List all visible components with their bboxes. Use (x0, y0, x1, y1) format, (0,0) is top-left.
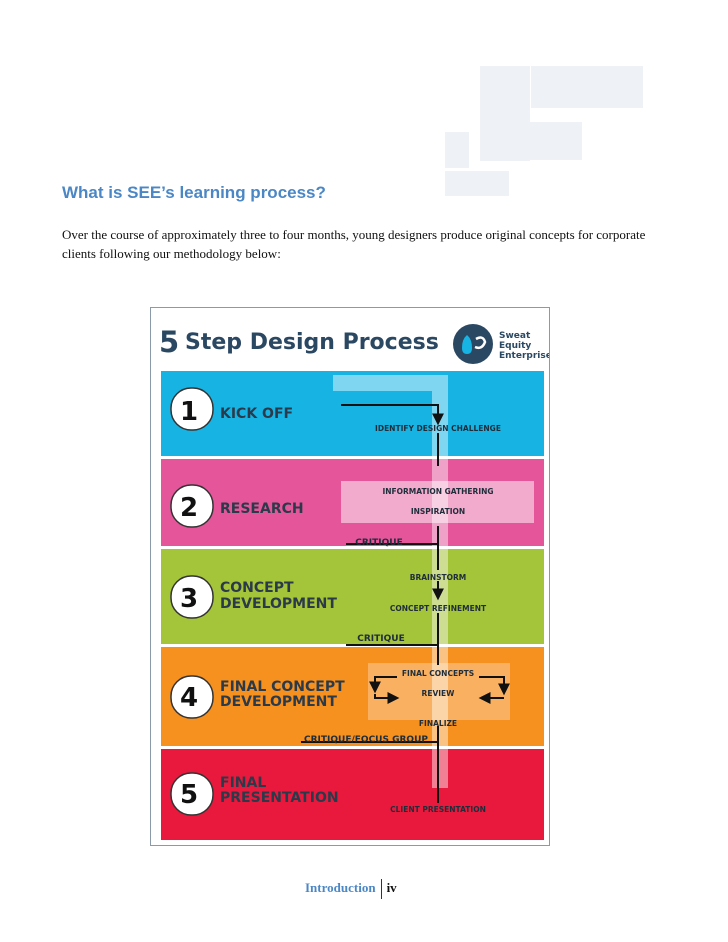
label-final-concepts: FINAL CONCEPTS (402, 669, 474, 678)
logo-line2: Equity (499, 341, 531, 351)
step-badge-1: 1 (170, 387, 214, 431)
label-client-presentation: CLIENT PRESENTATION (390, 805, 486, 814)
design-process-diagram: 5 Step Design Process Sweat Equity Enter… (150, 307, 550, 846)
label-inspiration: INSPIRATION (411, 507, 465, 516)
step-3-title-line1: CONCEPT (220, 580, 294, 596)
step-5-title-line2: PRESENTATION (220, 790, 339, 806)
label-concept-refinement: CONCEPT REFINEMENT (390, 604, 487, 613)
decorative-block (445, 132, 469, 168)
label-review: REVIEW (422, 689, 456, 698)
page-number: iv (386, 880, 397, 895)
footer-divider (380, 879, 382, 900)
band-kick-off (161, 371, 544, 456)
sweat-equity-logo: Sweat Equity Enterprises (453, 324, 549, 364)
label-finalize: FINALIZE (419, 719, 457, 728)
svg-text:5: 5 (180, 780, 198, 810)
section-heading: What is SEE’s learning process? (62, 183, 326, 202)
step-4-title-line2: DEVELOPMENT (220, 694, 337, 710)
logo-mark (453, 324, 493, 364)
intro-paragraph: Over the course of approximately three t… (62, 227, 646, 261)
decorative-block (480, 122, 582, 160)
label-critique-1: CRITIQUE (355, 538, 402, 548)
decorative-block (531, 66, 643, 108)
footer-section-label: Introduction (305, 880, 376, 895)
step-2-title: RESEARCH (220, 501, 304, 517)
step-4-title-line1: FINAL CONCEPT (220, 679, 345, 695)
step-badge-4: 4 (170, 675, 214, 719)
process-flow-lines (301, 404, 444, 803)
final-concept-box (368, 663, 510, 720)
step-badge-2: 2 (170, 484, 214, 528)
decorative-block (445, 171, 509, 196)
step-5-title-line1: FINAL (220, 775, 266, 791)
svg-text:2: 2 (180, 493, 198, 523)
svg-text:1: 1 (180, 397, 198, 427)
label-brainstorm: BRAINSTORM (410, 573, 467, 582)
research-box (341, 481, 534, 523)
process-path-highlight (333, 375, 448, 788)
diagram-title: Step Design Process (185, 330, 439, 355)
band-final-presentation (161, 749, 544, 840)
step-1-title: KICK OFF (220, 406, 293, 422)
page-footer: Introduction iv (305, 878, 397, 900)
review-cycle-arrows (369, 676, 510, 704)
band-concept-development (161, 549, 544, 644)
step-3-title-line2: DEVELOPMENT (220, 596, 337, 612)
label-information-gathering: INFORMATION GATHERING (382, 487, 493, 496)
title-number: 5 (159, 325, 179, 359)
droplet-icon (462, 335, 472, 354)
label-critique-focus-group: CRITIQUE/FOCUS GROUP (304, 735, 428, 745)
svg-text:3: 3 (180, 584, 198, 614)
logo-line1: Sweat (499, 331, 531, 341)
swirl-icon (474, 336, 487, 350)
label-critique-2: CRITIQUE (357, 634, 404, 644)
label-identify-design-challenge: IDENTIFY DESIGN CHALLENGE (375, 424, 501, 433)
svg-text:4: 4 (180, 683, 198, 713)
logo-line3: Enterprises (499, 351, 549, 361)
step-badge-5: 5 (170, 772, 214, 816)
step-badge-3: 3 (170, 575, 214, 619)
